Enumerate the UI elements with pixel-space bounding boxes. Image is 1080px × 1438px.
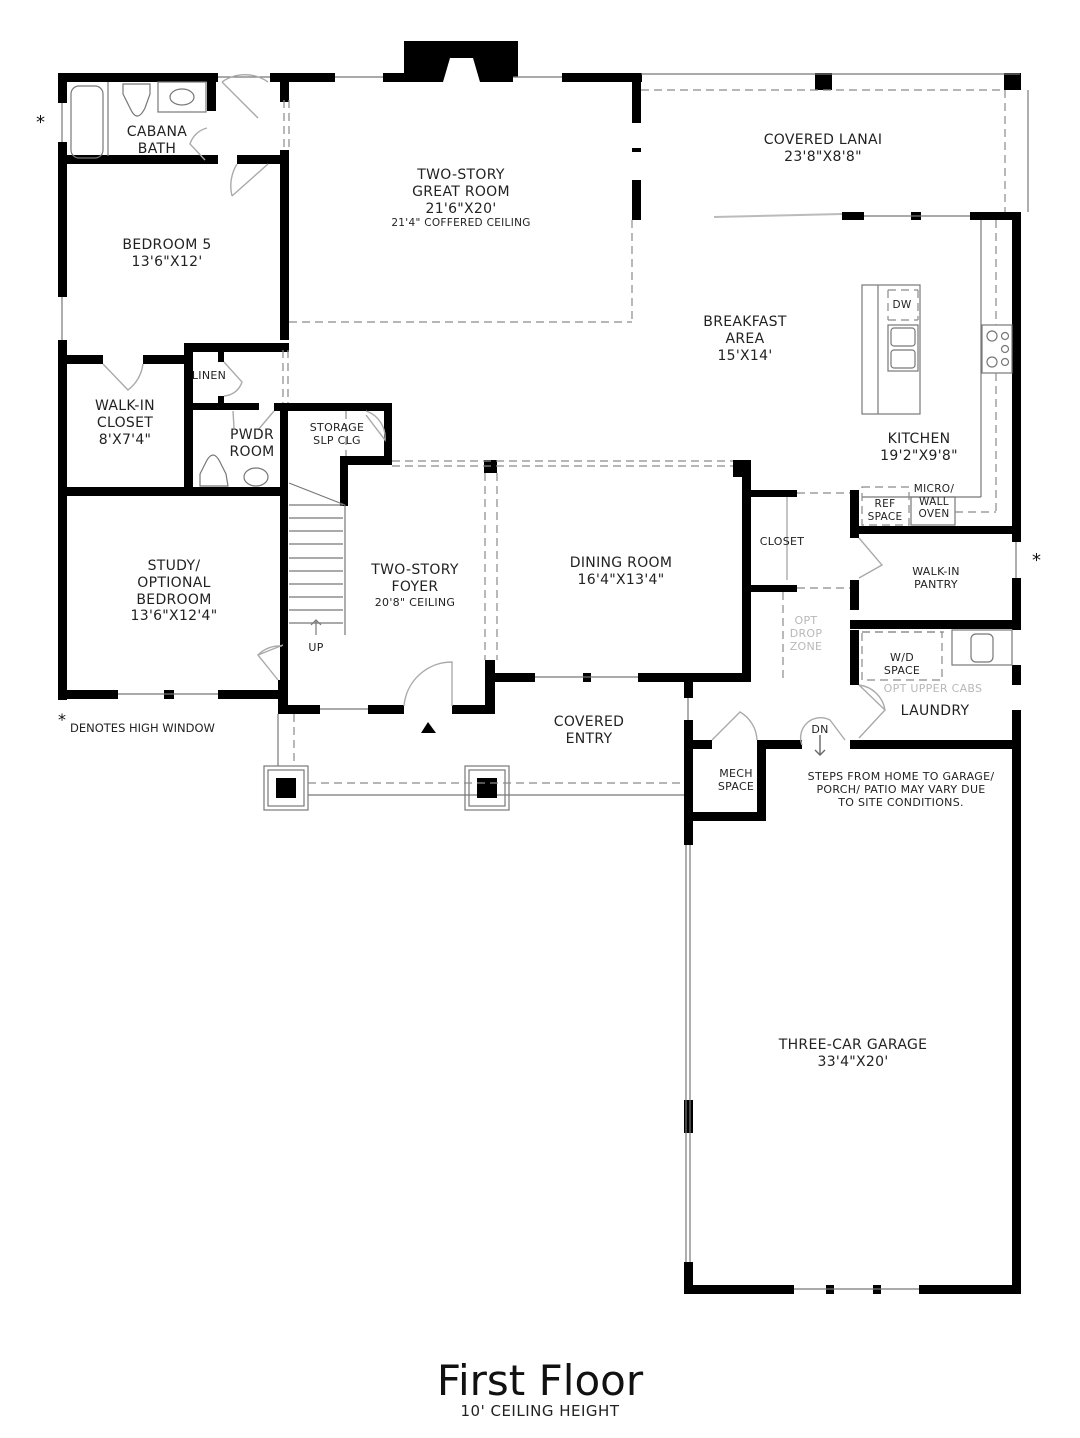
room-size: 16'4"X13'4" (577, 571, 665, 588)
room-name: MECH (719, 767, 753, 780)
high-window-marker-left: * (36, 112, 45, 133)
room-name: OPTIONAL (137, 574, 211, 591)
room-size: 21'6"X20' (425, 200, 497, 217)
room-three-car-garage: THREE-CAR GARAGE 33'4"X20' (779, 1037, 928, 1071)
room-storage: STORAGE SLP CLG (310, 421, 364, 447)
room-kitchen: KITCHEN 19'2"X9'8" (880, 431, 958, 465)
room-name: STORAGE (309, 421, 365, 434)
room-name: BATH (137, 140, 177, 157)
room-size: 15'X14' (717, 347, 773, 364)
room-covered-entry: COVERED ENTRY (554, 714, 624, 748)
room-name: GREAT ROOM (412, 183, 510, 200)
room-walk-in-closet: WALK-IN CLOSET 8'X7'4" (95, 398, 155, 448)
high-window-marker-right: * (1032, 550, 1041, 571)
room-ceiling: 20'8" CEILING (374, 595, 456, 609)
exterior-walls (58, 41, 1021, 1294)
fixture-ref-space: REF SPACE (868, 498, 903, 523)
room-name: SLP CLG (313, 434, 361, 448)
room-name: FOYER (391, 578, 439, 595)
room-size: 33'4"X20' (817, 1053, 889, 1070)
room-cabana-bath: CABANA BATH (127, 124, 187, 158)
room-name: OPT (794, 614, 818, 627)
room-mech-space: MECH SPACE (718, 767, 754, 793)
room-breakfast-area: BREAKFAST AREA 15'X14' (703, 314, 786, 364)
fixture-label: WALL (919, 495, 949, 508)
room-great-room: TWO-STORY GREAT ROOM 21'6"X20' 21'4" COF… (391, 167, 530, 230)
room-opt-drop-zone: OPT DROP ZONE (790, 614, 823, 654)
room-name: WALK-IN (95, 398, 155, 414)
site-conditions-note: STEPS FROM HOME TO GARAGE/ PORCH/ PATIO … (808, 770, 995, 810)
room-name: PWDR (229, 427, 274, 443)
room-name: DROP (789, 627, 823, 641)
room-dining-room: DINING ROOM 16'4"X13'4" (570, 555, 672, 589)
room-name: TWO-STORY (371, 562, 459, 578)
room-name: KITCHEN (887, 431, 951, 447)
room-powder-room: PWDR ROOM (229, 427, 274, 461)
room-name: COVERED (553, 714, 625, 730)
opt-upper-cabs-label: OPT UPPER CABS (883, 682, 983, 695)
legend-text: DENOTES HIGH WINDOW (70, 721, 215, 735)
note-line: STEPS FROM HOME TO GARAGE/ (807, 770, 995, 783)
room-name: BREAKFAST (703, 314, 787, 330)
note-line: TO SITE CONDITIONS. (838, 796, 964, 810)
room-name: BEDROOM (136, 591, 212, 608)
room-name: COVERED LANAI (763, 132, 883, 148)
room-size: 19'2"X9'8" (880, 447, 958, 464)
interior-walls (58, 73, 1021, 821)
room-name: PANTRY (914, 578, 958, 592)
note-line: PORCH/ PATIO MAY VARY DUE (816, 783, 986, 797)
room-walk-in-pantry: WALK-IN PANTRY (912, 565, 960, 591)
floor-title: First Floor (436, 1356, 644, 1405)
fixture-label: SPACE (883, 664, 921, 678)
room-size: 23'8"X8'8" (784, 148, 862, 165)
room-name: CABANA (126, 124, 188, 140)
dashed-lines (282, 89, 1006, 784)
room-name: SPACE (717, 780, 755, 794)
room-ceiling: 21'4" COFFERED CEILING (391, 217, 531, 230)
room-name: STUDY/ (147, 558, 201, 574)
room-closet: CLOSET (759, 535, 805, 548)
legend-star-icon: * (58, 710, 66, 729)
room-covered-lanai: COVERED LANAI 23'8"X8'8" (764, 132, 883, 166)
room-name: CLOSET (96, 414, 154, 431)
stairs-up-label: UP (308, 641, 324, 654)
fixture-micro-wall-oven: MICRO/ WALL OVEN (914, 483, 954, 521)
room-name: THREE-CAR GARAGE (778, 1037, 928, 1053)
floor-subtitle: 10' CEILING HEIGHT (460, 1402, 620, 1420)
fixture-label: MICRO/ (913, 483, 955, 495)
room-size: 8'X7'4" (98, 431, 152, 448)
porch-column-cores (276, 722, 497, 798)
fixture-label: OVEN (918, 508, 950, 521)
room-linen: LINEN (191, 369, 227, 382)
room-laundry: LAUNDRY (900, 703, 970, 719)
fixture-label: W/D (890, 651, 914, 664)
room-study: STUDY/ OPTIONAL BEDROOM 13'6"X12'4" (131, 558, 218, 625)
fixture-wd-space: W/D SPACE (884, 651, 920, 677)
room-name: WALK-IN (912, 565, 960, 578)
fixture-label: SPACE (867, 510, 903, 523)
steps-down-label: DN (811, 723, 829, 736)
room-name: ZONE (789, 640, 823, 654)
room-foyer: TWO-STORY FOYER 20'8" CEILING (371, 562, 458, 609)
room-bedroom-5: BEDROOM 5 13'6"X12' (122, 237, 211, 271)
room-name: DINING ROOM (569, 555, 673, 571)
room-name: BEDROOM 5 (122, 237, 212, 253)
doors (102, 74, 886, 756)
fixture-dishwasher: DW (892, 299, 912, 311)
room-name: TWO-STORY (417, 167, 505, 183)
room-name: AREA (725, 330, 765, 347)
room-name: ENTRY (565, 730, 613, 747)
room-size: 13'6"X12'4" (130, 608, 218, 625)
room-size: 13'6"X12' (131, 253, 203, 270)
fixture-label: REF (874, 498, 896, 510)
room-name: ROOM (229, 443, 275, 460)
